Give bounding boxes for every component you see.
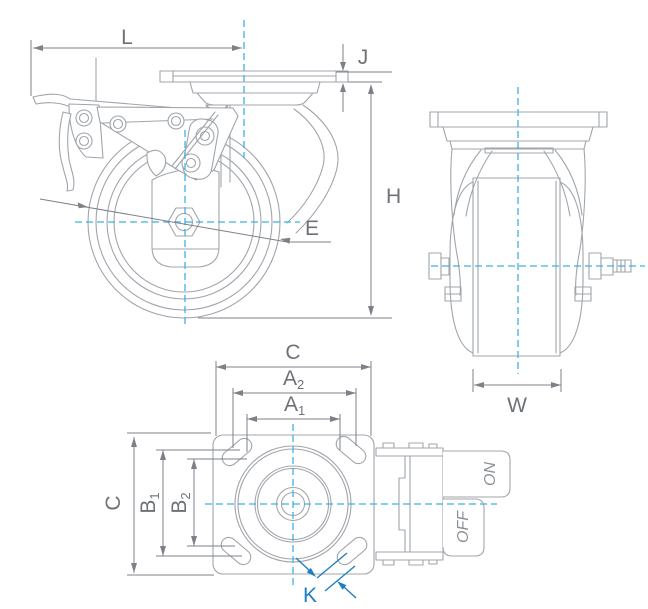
fork-rear-leg	[286, 104, 339, 234]
side-view: L J H E	[30, 20, 401, 327]
dim-label-h: H	[386, 185, 401, 208]
dimension-j: J	[336, 44, 392, 112]
dim-label-a2: A2	[283, 367, 304, 392]
brake-pin-slot	[484, 147, 554, 154]
dimension-c-top: C	[215, 341, 372, 436]
dimension-h: H	[368, 84, 401, 316]
bolt-slot-top-left	[221, 437, 253, 467]
plan-view: ON OFF C A2	[102, 341, 511, 607]
dimension-w: W	[472, 369, 562, 417]
brake-tab-off	[442, 498, 485, 557]
brake-link-strip	[58, 111, 75, 192]
rivets	[75, 109, 215, 173]
dim-label-b2: B2	[168, 492, 193, 513]
dimension-b2: B2	[168, 458, 247, 547]
front-view: W	[428, 87, 645, 417]
dim-label-j: J	[358, 46, 369, 69]
dim-label-e: E	[305, 217, 319, 240]
dimension-k: K	[295, 552, 357, 607]
dim-label-k: K	[303, 584, 317, 607]
brake-cam	[146, 149, 167, 177]
dimension-a2: A2	[232, 367, 357, 448]
dim-label-w: W	[507, 394, 527, 417]
brake-off-label: OFF	[455, 510, 472, 543]
dim-label-a1: A1	[284, 393, 305, 418]
brake-tab-on	[443, 450, 511, 498]
dim-label-c-top: C	[285, 341, 300, 364]
dim-label-l: L	[121, 26, 133, 49]
bolt-slot-bottom-right	[336, 536, 368, 566]
dimension-a1: A1	[246, 393, 341, 452]
brake-on-label: ON	[482, 462, 499, 486]
dim-label-b1: B1	[137, 492, 162, 513]
centerlines-front	[431, 87, 645, 374]
brake-lever-assembly	[32, 57, 239, 192]
wheel-front	[449, 177, 584, 357]
dimension-c-left: C	[102, 432, 214, 576]
bolt-slot-bottom-left	[220, 536, 252, 566]
dimension-l: L	[30, 26, 242, 96]
dimension-b1: B1	[137, 449, 242, 557]
centerlines-side	[75, 20, 300, 327]
dim-label-c-left: C	[102, 495, 125, 510]
dimension-e: E	[39, 198, 331, 244]
centerlines-plan	[205, 424, 497, 586]
